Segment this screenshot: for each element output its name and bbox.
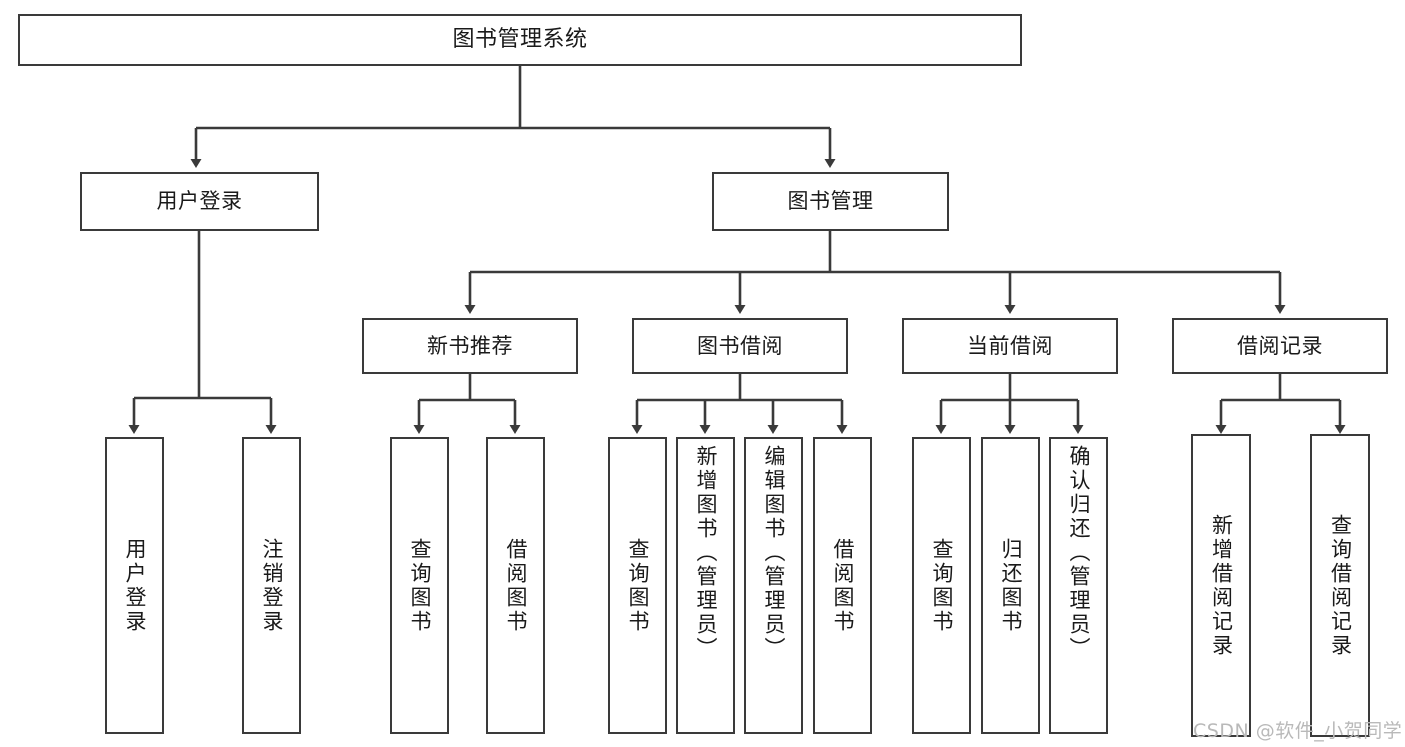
- node-book-management[interactable]: 图书管理: [712, 172, 949, 231]
- node-label: 编辑图书（管理员）: [762, 445, 786, 661]
- node-label: 新书推荐: [427, 333, 513, 358]
- leaf-user-login-logout[interactable]: 注销登录: [242, 437, 301, 734]
- leaf-new-book-query-book[interactable]: 查询图书: [390, 437, 449, 734]
- node-label: 查询图书: [626, 537, 650, 634]
- leaf-borrow-record-add-record[interactable]: 新增借阅记录: [1191, 434, 1251, 737]
- node-label: 归还图书: [999, 537, 1023, 634]
- node-root-book-management-system[interactable]: 图书管理系统: [18, 14, 1022, 66]
- node-new-book-recommend[interactable]: 新书推荐: [362, 318, 578, 374]
- leaf-book-borrow-borrow-book[interactable]: 借阅图书: [813, 437, 872, 734]
- node-label: 注销登录: [260, 537, 284, 634]
- node-label: 图书管理系统: [452, 27, 588, 53]
- node-label: 确认归还（管理员）: [1067, 445, 1091, 661]
- node-book-borrow[interactable]: 图书借阅: [632, 318, 848, 374]
- node-label: 用户登录: [156, 189, 243, 214]
- node-label: 新增借阅记录: [1209, 513, 1234, 658]
- node-label: 图书借阅: [697, 333, 783, 358]
- leaf-current-borrow-query-book[interactable]: 查询图书: [912, 437, 971, 734]
- node-label: 借阅图书: [831, 537, 855, 634]
- node-label: 用户登录: [123, 537, 147, 634]
- node-current-borrow[interactable]: 当前借阅: [902, 318, 1118, 374]
- node-user-login[interactable]: 用户登录: [80, 172, 319, 231]
- node-label: 借阅记录: [1237, 333, 1323, 358]
- leaf-borrow-record-query-record[interactable]: 查询借阅记录: [1310, 434, 1370, 737]
- leaf-book-borrow-add-book-admin[interactable]: 新增图书（管理员）: [676, 437, 735, 734]
- node-label: 查询图书: [930, 537, 954, 634]
- node-label: 新增图书（管理员）: [694, 445, 718, 661]
- node-label: 查询借阅记录: [1328, 513, 1353, 658]
- csdn-watermark: CSDN @软件_小贺同学: [1193, 720, 1403, 742]
- leaf-book-borrow-query-book[interactable]: 查询图书: [608, 437, 667, 734]
- leaf-user-login-login[interactable]: 用户登录: [105, 437, 164, 734]
- node-borrow-record[interactable]: 借阅记录: [1172, 318, 1388, 374]
- leaf-new-book-borrow-book[interactable]: 借阅图书: [486, 437, 545, 734]
- node-label: 图书管理: [787, 189, 874, 214]
- leaf-book-borrow-edit-book-admin[interactable]: 编辑图书（管理员）: [744, 437, 803, 734]
- node-label: 查询图书: [408, 537, 432, 634]
- leaf-current-borrow-confirm-return-admin[interactable]: 确认归还（管理员）: [1049, 437, 1108, 734]
- node-label: 当前借阅: [967, 333, 1053, 358]
- leaf-current-borrow-return-book[interactable]: 归还图书: [981, 437, 1040, 734]
- node-label: 借阅图书: [504, 537, 528, 634]
